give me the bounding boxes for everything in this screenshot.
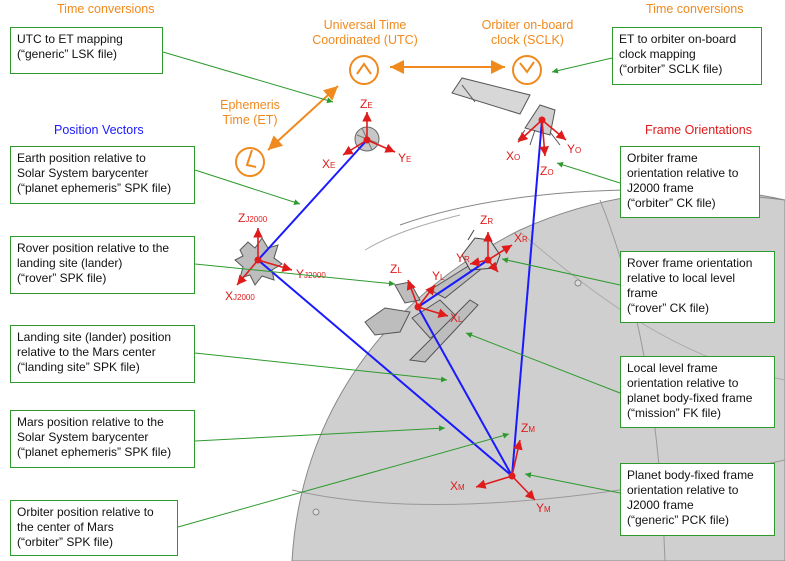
box-utc-et-mapping: UTC to ET mapping(“generic” LSK file) <box>10 27 163 74</box>
axis-label-xj2000: XJ2000 <box>225 289 255 303</box>
axis-label-ye: YE <box>398 151 411 165</box>
axis-label-xl: XL <box>450 311 463 325</box>
frame-origins <box>254 116 546 480</box>
axis-label-xe: XE <box>322 157 335 171</box>
axis-label-ym: YM <box>536 501 551 515</box>
axis-label-zl: ZL <box>390 262 402 276</box>
header-frame-orientations: Frame Orientations <box>645 123 752 137</box>
time-arrows <box>267 60 505 151</box>
frame-mars <box>475 439 536 501</box>
frame-orbiter <box>517 119 567 157</box>
position-vectors <box>257 119 543 477</box>
axis-label-xo: XO <box>506 149 520 163</box>
axis-label-xm: XM <box>450 479 465 493</box>
axis-label-yj2000: YJ2000 <box>296 267 326 281</box>
header-time-conversions-right: Time conversions <box>646 2 744 16</box>
axis-label-yl: YL <box>432 269 445 283</box>
axis-label-zo: ZO <box>540 164 554 178</box>
axis-label-ze: ZE <box>360 97 373 111</box>
clock-et-icon <box>235 147 265 177</box>
clock-utc-icon <box>349 55 379 85</box>
frame-j2000 <box>236 228 293 286</box>
axis-label-yr: YR <box>456 251 470 265</box>
leader-lines <box>162 51 621 528</box>
axis-label-zm: ZM <box>521 421 535 435</box>
frame-earth <box>342 112 396 156</box>
header-time-conversions-left: Time conversions <box>57 2 155 16</box>
axis-label-xr: XR <box>514 231 528 245</box>
header-position-vectors: Position Vectors <box>54 123 144 137</box>
frame-local <box>406 279 449 318</box>
axis-label-zr: ZR <box>480 213 493 227</box>
axis-label-zj2000: ZJ2000 <box>238 211 268 225</box>
axis-label-yo: YO <box>567 142 581 156</box>
clock-sclk-icon <box>512 55 542 85</box>
